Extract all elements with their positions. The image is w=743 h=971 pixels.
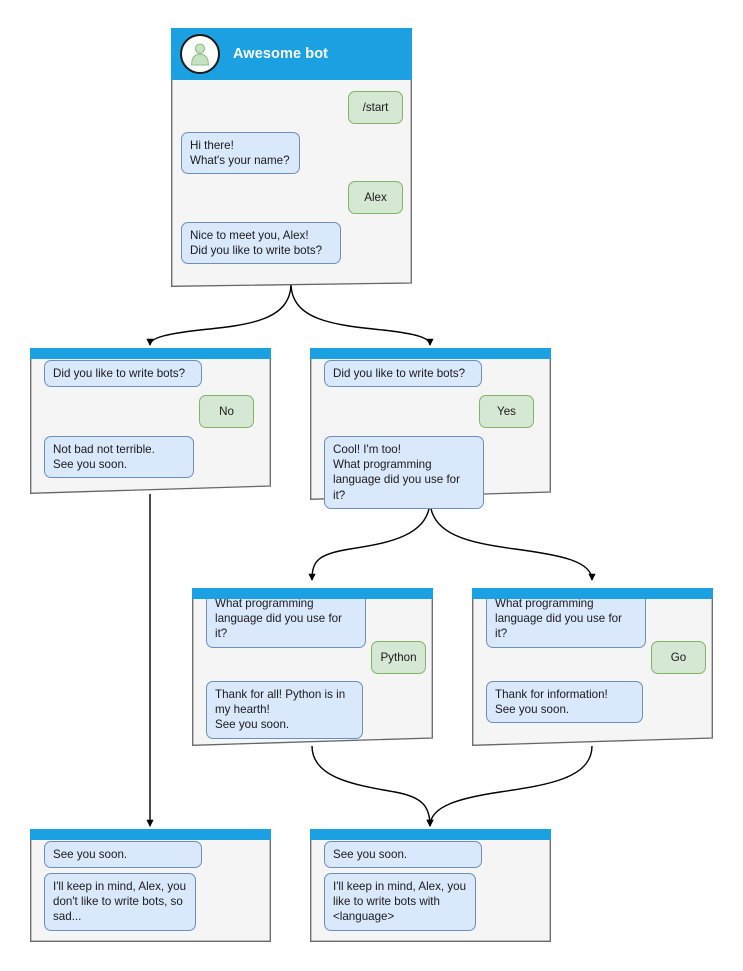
- message-bubble-bot[interactable]: Did you like to write bots?: [44, 360, 202, 388]
- card-content: See you soon. I'll keep in mind, Alex, y…: [310, 829, 551, 942]
- message-bubble-bot[interactable]: Cool! I'm too! What programming language…: [324, 436, 484, 509]
- card-header: [30, 348, 271, 359]
- message-bubble-bot[interactable]: What programming language did you use fo…: [486, 590, 646, 648]
- card-content: Awesome bot /start Hi there! What's your…: [171, 28, 412, 287]
- message-bubble-user[interactable]: Yes: [479, 395, 534, 428]
- message-bubble-bot[interactable]: See you soon.: [44, 841, 202, 869]
- edge-python-to-end-happy: [311, 745, 434, 828]
- edge-go-to-end-happy: [426, 745, 593, 828]
- edge-root-to-yes: [290, 282, 434, 347]
- card-content: See you soon. I'll keep in mind, Alex, y…: [30, 829, 271, 942]
- message-bubble-bot[interactable]: Thank for information! See you soon.: [486, 681, 643, 724]
- bot-card-end-sad[interactable]: See you soon. I'll keep in mind, Alex, y…: [30, 829, 271, 942]
- message-bubble-bot[interactable]: I'll keep in mind, Alex, you don't like …: [44, 873, 196, 931]
- message-bubble-user[interactable]: Go: [651, 641, 706, 674]
- card-content: What programming language did you use fo…: [192, 588, 433, 746]
- message-bubble-user[interactable]: Alex: [348, 181, 403, 214]
- card-header: [30, 829, 271, 840]
- message-bubble-bot[interactable]: What programming language did you use fo…: [206, 590, 366, 648]
- card-header: [472, 588, 713, 599]
- chat-clip: What programming language did you use fo…: [472, 588, 713, 746]
- edge-yes-to-python: [308, 499, 431, 582]
- chat-clip: What programming language did you use fo…: [192, 588, 433, 746]
- message-bubble-user[interactable]: Python: [371, 641, 426, 674]
- message-bubble-bot[interactable]: Nice to meet you, Alex! Did you like to …: [181, 222, 341, 265]
- card-header: [310, 829, 551, 840]
- message-bubble-bot[interactable]: Hi there! What's your name?: [181, 132, 300, 175]
- bot-card-end-happy[interactable]: See you soon. I'll keep in mind, Alex, y…: [310, 829, 551, 942]
- card-header: Awesome bot: [171, 28, 412, 80]
- edge-root-to-no: [146, 282, 292, 347]
- bot-title: Awesome bot: [233, 46, 329, 62]
- bot-card-yes[interactable]: Did you like to write bots? Yes Cool! I'…: [310, 348, 551, 509]
- bot-card-python[interactable]: What programming language did you use fo…: [192, 588, 433, 746]
- card-content: Did you like to write bots? No Not bad n…: [30, 348, 271, 494]
- bot-card-go[interactable]: What programming language did you use fo…: [472, 588, 713, 746]
- card-content: What programming language did you use fo…: [472, 588, 713, 746]
- edge-yes-to-go: [429, 499, 596, 582]
- message-bubble-user[interactable]: /start: [348, 91, 403, 124]
- card-content: Did you like to write bots? Yes Cool! I'…: [310, 348, 551, 509]
- bot-card-no[interactable]: Did you like to write bots? No Not bad n…: [30, 348, 271, 494]
- bot-card-root[interactable]: Awesome bot /start Hi there! What's your…: [171, 28, 412, 287]
- message-bubble-bot[interactable]: Did you like to write bots?: [324, 360, 482, 388]
- message-bubble-user[interactable]: No: [199, 395, 254, 428]
- message-bubble-bot[interactable]: Not bad not terrible. See you soon.: [44, 436, 194, 479]
- card-header: [192, 588, 433, 599]
- message-bubble-bot[interactable]: I'll keep in mind, Alex, you like to wri…: [324, 873, 476, 931]
- card-header: [310, 348, 551, 359]
- message-bubble-bot[interactable]: Thank for all! Python is in my hearth! S…: [206, 681, 363, 739]
- avatar: [180, 34, 220, 74]
- message-bubble-bot[interactable]: See you soon.: [324, 841, 482, 869]
